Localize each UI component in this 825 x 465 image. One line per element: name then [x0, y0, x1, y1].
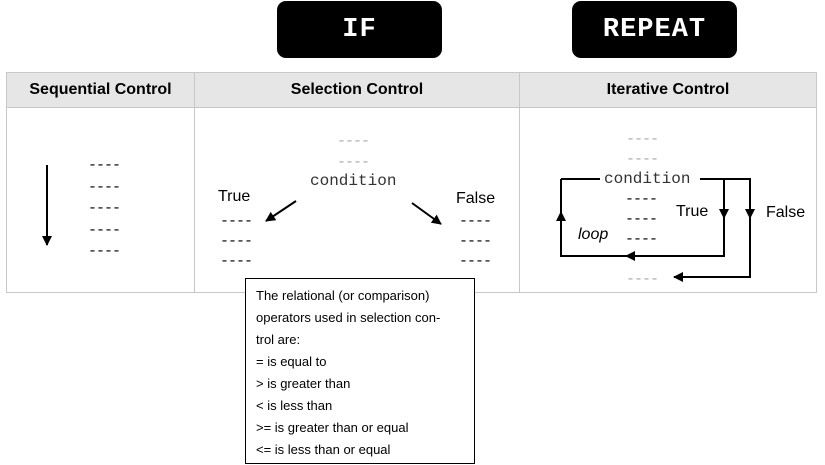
true-branch-dash: ---- — [220, 233, 253, 250]
iterative-condition: condition — [604, 170, 691, 188]
loop-back-arrow — [556, 211, 626, 257]
selection-condition: condition — [310, 172, 397, 190]
statement-dash: ---- — [626, 271, 659, 288]
exit-arrow — [673, 218, 751, 282]
statement-dash: ---- — [626, 131, 659, 148]
true-path-arrow — [700, 178, 729, 219]
iterative-true-label: True — [676, 203, 709, 220]
statement-dash: ---- — [88, 157, 121, 174]
loop-body-dash: ---- — [625, 211, 658, 228]
repeat-badge: REPEAT — [572, 1, 737, 58]
statement-dash: ---- — [88, 179, 121, 196]
sequential-control-header: Sequential Control — [7, 73, 194, 108]
column-divider — [519, 73, 520, 292]
statement-dash: ---- — [88, 243, 121, 260]
false-branch-dash: ---- — [459, 253, 492, 270]
if-badge: IF — [277, 1, 442, 58]
loop-return-arrow — [625, 218, 725, 261]
note-line: < is less than — [256, 398, 333, 413]
statement-dash: ---- — [337, 154, 370, 171]
note-line: > is greater than — [256, 376, 351, 391]
statement-dash: ---- — [88, 200, 121, 217]
loop-label: loop — [578, 226, 609, 243]
selection-control-header: Selection Control — [195, 73, 519, 108]
loop-body-dash: ---- — [625, 191, 658, 208]
column-divider — [194, 73, 195, 292]
selection-true-label: True — [218, 188, 251, 205]
note-line: trol are: — [256, 332, 301, 347]
note-line: operators used in selection con- — [256, 310, 441, 325]
true-branch-dash: ---- — [220, 213, 253, 230]
true-branch-arrow — [265, 200, 297, 222]
statement-dash: ---- — [626, 151, 659, 168]
iterative-control-header: Iterative Control — [520, 73, 816, 108]
false-branch-dash: ---- — [459, 233, 492, 250]
true-branch-dash: ---- — [220, 253, 253, 270]
statement-dash: ---- — [88, 222, 121, 239]
false-path-arrow — [724, 178, 755, 219]
note-line: >= is greater than or equal — [256, 420, 409, 435]
note-line: = is equal to — [256, 354, 327, 369]
note-line: The relational (or comparison) — [256, 288, 430, 303]
relational-operators-note: The relational (or comparison) operators… — [245, 278, 475, 464]
iterative-false-label: False — [766, 204, 806, 221]
selection-false-label: False — [456, 190, 496, 207]
statement-dash: ---- — [337, 133, 370, 150]
note-line: <= is less than or equal — [256, 442, 391, 457]
loop-body-dash: ---- — [625, 231, 658, 248]
false-branch-dash: ---- — [459, 213, 492, 230]
false-branch-arrow — [411, 202, 442, 225]
